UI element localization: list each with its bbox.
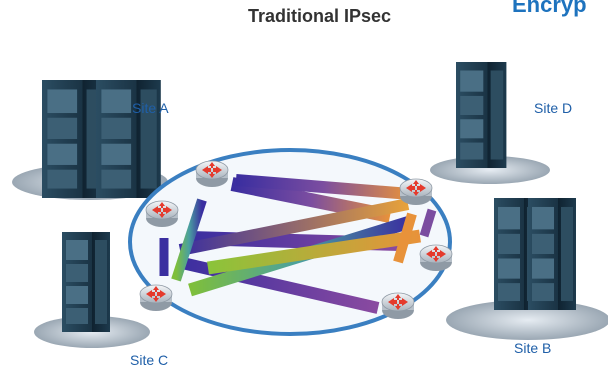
router-top (195, 160, 229, 188)
page-title: Traditional IPsec (248, 6, 392, 26)
ipsec-tunnels (159, 174, 437, 317)
tunnel-11 (393, 212, 417, 264)
site-d-server (430, 62, 550, 184)
site-b-server (446, 198, 608, 340)
tunnel-7 (207, 229, 421, 275)
site-d-label: Site D (534, 100, 573, 116)
site-a-server (12, 80, 168, 200)
router-right-top (399, 178, 433, 206)
site-c-label: Site C (130, 352, 169, 368)
site-a-label: Site A (132, 100, 169, 116)
page-subtitle: Encryp (512, 0, 587, 17)
router-left (145, 200, 179, 228)
tunnel-2 (235, 174, 411, 200)
tunnel-9 (171, 198, 207, 282)
site-b-label: Site B (514, 340, 552, 356)
router-bottom-left (139, 284, 173, 312)
router-right (419, 244, 453, 272)
site-c-server (34, 232, 150, 348)
tunnel-12 (419, 208, 437, 238)
tunnel-4 (178, 198, 410, 256)
site-b-base-shadow (446, 300, 608, 340)
router-bottom-right (381, 292, 415, 320)
